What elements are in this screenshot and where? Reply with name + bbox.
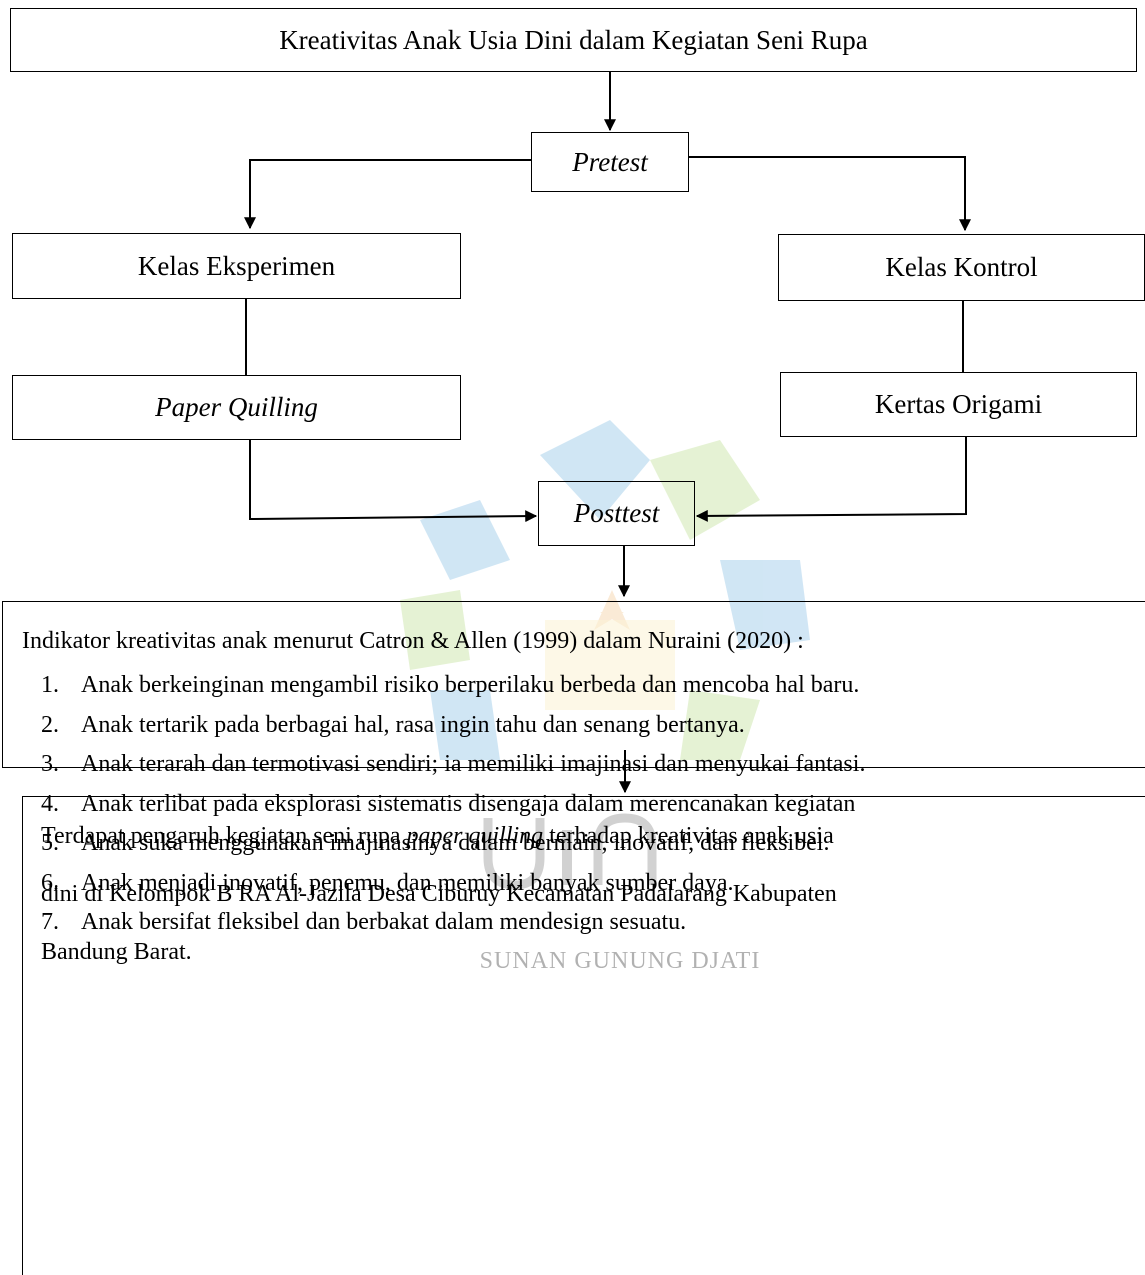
list-item: 1.Anak berkeinginan mengambil risiko ber…	[41, 672, 860, 698]
list-item: 4.Anak terlibat pada eksplorasi sistemat…	[41, 790, 856, 817]
conclusion-italic-term: paper quilling	[406, 823, 544, 849]
conclusion-line-3: Bandung Barat.	[41, 939, 192, 965]
posttest-box: Posttest	[538, 481, 695, 546]
arrow-treatment-to-posttest-left	[249, 440, 538, 523]
list-item: 2.Anak tertarik pada berbagai hal, rasa …	[41, 711, 745, 738]
indicators-box: Indikator kreativitas anak menurut Catro…	[2, 601, 1145, 935]
control-treatment-box: Kertas Origami	[780, 372, 1137, 437]
list-item: 3.Anak terarah dan termotivasi sendiri; …	[41, 751, 866, 777]
arrow-pretest-to-control	[688, 156, 971, 232]
conclusion-line-1: Terdapat pengaruh kegiatan seni rupa pap…	[41, 823, 834, 849]
pretest-box: Pretest	[531, 132, 689, 192]
conclusion-box: Terdapat pengaruh kegiatan seni rupa pap…	[22, 796, 1145, 1275]
indicators-title: Indikator kreativitas anak menurut Catro…	[22, 628, 804, 654]
conclusion-line-2: dini di Kelompok B RA Al-Jazila Desa Cib…	[41, 881, 837, 907]
list-item: 7.Anak bersifat fleksibel dan berbakat d…	[41, 909, 687, 935]
title-box: Kreativitas Anak Usia Dini dalam Kegiata…	[10, 8, 1137, 72]
list-item: 5.Anak suka menggunakan imajinasinya dal…	[41, 830, 830, 856]
arrow-treatment-to-posttest-right	[695, 437, 967, 522]
experiment-treatment-box: Paper Quilling	[12, 375, 461, 440]
indicators-list: 1.Anak berkeinginan mengambil risiko ber…	[41, 672, 865, 949]
control-class-box: Kelas Kontrol	[778, 234, 1145, 301]
arrow-pretest-to-experiment	[244, 159, 531, 230]
list-item: 6.Anak menjadi inovatif, penemu, dan mem…	[41, 869, 734, 896]
experiment-class-box: Kelas Eksperimen	[12, 233, 461, 299]
